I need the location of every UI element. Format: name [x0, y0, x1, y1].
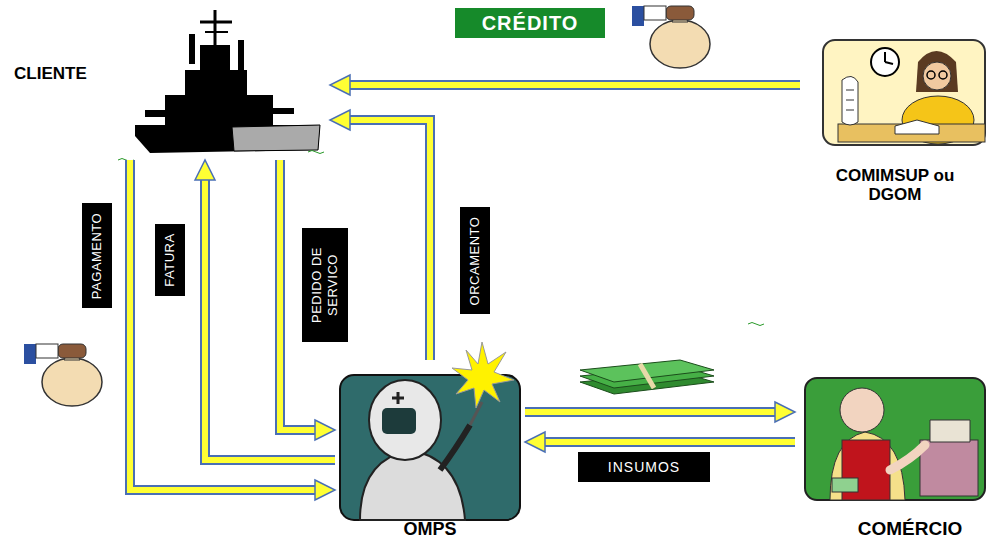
flow-arrow	[344, 120, 430, 360]
flow-arrow	[539, 442, 795, 443]
banknotes-icon	[580, 360, 714, 394]
edge-label-box: FATURA	[155, 224, 185, 296]
office-worker-illustration	[823, 40, 985, 145]
arrow-body	[344, 120, 430, 360]
supplier-node: COMÉRCIO	[795, 370, 995, 542]
workshop-node: OMPS	[335, 360, 525, 542]
node-label: CLIENTE	[14, 64, 87, 84]
node-label: COMIMSUP ou DGOM	[830, 166, 960, 205]
node-label: COMÉRCIO	[858, 518, 963, 540]
arrow-outline	[130, 160, 321, 490]
client-node: CLIENTE	[10, 5, 330, 160]
edge-label: ORCAMENTO	[467, 216, 483, 305]
flow-arrow	[525, 412, 781, 413]
arrow-outline	[525, 407, 781, 417]
shopkeeper-illustration	[805, 378, 985, 500]
edge-label-box: PAGAMENTO	[82, 203, 112, 308]
node-label: OMPS	[403, 519, 456, 540]
arrow-body	[525, 409, 781, 415]
arrow-body	[130, 160, 321, 490]
edge-label-box: PEDIDO DE SERVICO	[302, 228, 348, 342]
money-bag-icon	[632, 6, 710, 68]
flow-arrow	[344, 85, 800, 86]
arrow-outline	[344, 120, 430, 360]
welder-illustration	[340, 342, 520, 520]
edge-label: PEDIDO DE SERVICO	[309, 237, 340, 333]
arrow-outline	[344, 80, 800, 90]
flow-arrow	[130, 160, 321, 490]
arrow-body	[344, 82, 800, 88]
authority-node: COMIMSUP ou DGOM	[800, 35, 990, 207]
edge-label-box: CRÉDITO	[455, 8, 605, 38]
ship-illustration	[118, 10, 324, 162]
edge-label: PAGAMENTO	[89, 212, 105, 298]
money-bag-icon	[24, 344, 102, 406]
arrow-body	[539, 439, 795, 445]
edge-label: CRÉDITO	[482, 11, 579, 35]
arrow-outline	[539, 437, 795, 447]
edge-label-box: INSUMOS	[578, 452, 710, 482]
edge-label-box: ORCAMENTO	[460, 207, 490, 314]
edge-label: FATURA	[162, 233, 178, 286]
edge-label: INSUMOS	[608, 459, 680, 476]
